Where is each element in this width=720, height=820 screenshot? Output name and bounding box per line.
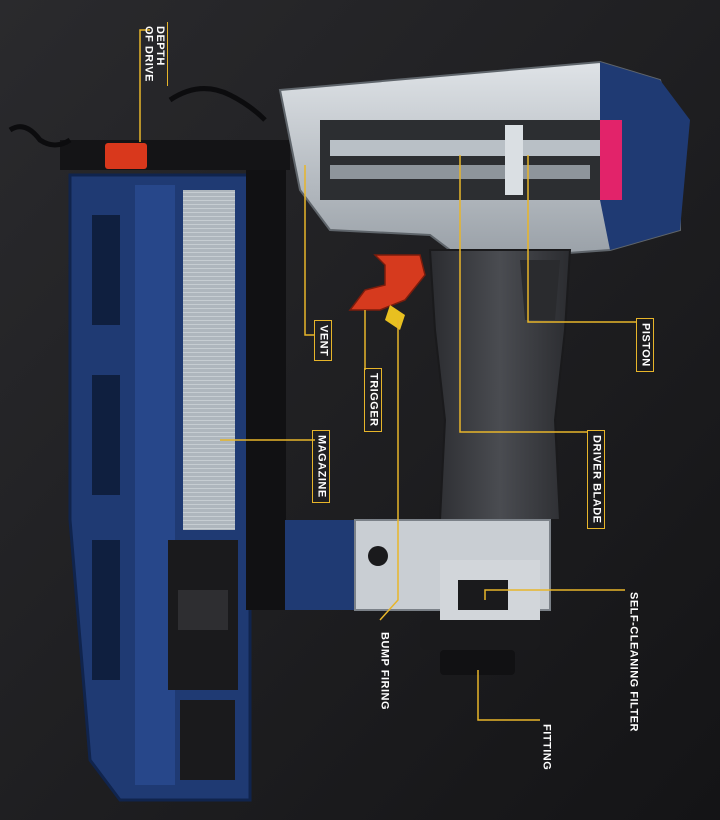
magazine-pusher: [168, 540, 238, 780]
air-fitting: [420, 560, 540, 675]
leader-self-cleaning-filter: [484, 589, 625, 600]
label-vent: VENT: [314, 320, 332, 362]
cylinder-housing: [278, 60, 690, 257]
label-piston: PISTON: [636, 318, 654, 372]
leader-lines: [139, 29, 637, 721]
label-trigger: TRIGGER: [364, 368, 382, 432]
depth-of-drive-assembly: [8, 86, 290, 170]
leader-vent: [304, 165, 315, 336]
label-self-cleaning-filter: SELF-CLEANING FILTER: [627, 592, 640, 732]
leader-piston: [527, 155, 637, 323]
nose-guide: [246, 170, 286, 610]
leader-driver-blade: [459, 155, 588, 433]
grip: [428, 249, 572, 521]
leader-fitting: [477, 670, 540, 721]
nail-strip: [183, 190, 235, 530]
label-depth-of-drive-line1: DEPTH: [154, 26, 167, 66]
leader-bump-firing: [379, 320, 399, 621]
label-depth-of-drive-line2: OF DRIVE: [142, 26, 155, 82]
label-bump-firing: BUMP FIRING: [378, 632, 391, 711]
leader-depth-of-drive: [139, 29, 150, 142]
trigger-tip: [385, 305, 405, 330]
label-depth-of-drive: DEPTH OF DRIVE: [140, 22, 169, 86]
label-magazine: MAGAZINE: [312, 430, 330, 503]
label-fitting: FITTING: [540, 724, 553, 771]
label-driver-blade: DRIVER BLADE: [587, 430, 605, 529]
